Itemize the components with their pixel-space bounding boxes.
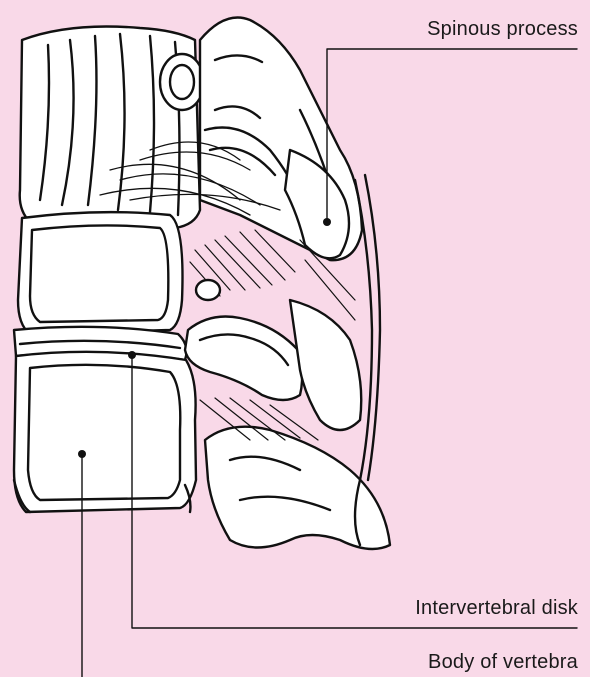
label-intervertebral-disk: Intervertebral disk <box>415 597 578 620</box>
lower-vertebra-arch <box>185 317 302 401</box>
spinous-leader-line <box>327 49 577 222</box>
lower-vertebral-body <box>14 352 196 512</box>
label-spinous-process: Spinous process <box>427 18 578 41</box>
upper-vertebra-endplate <box>18 212 183 334</box>
label-body-of-vertebra: Body of vertebra <box>428 651 578 674</box>
nerve-root <box>196 280 220 300</box>
